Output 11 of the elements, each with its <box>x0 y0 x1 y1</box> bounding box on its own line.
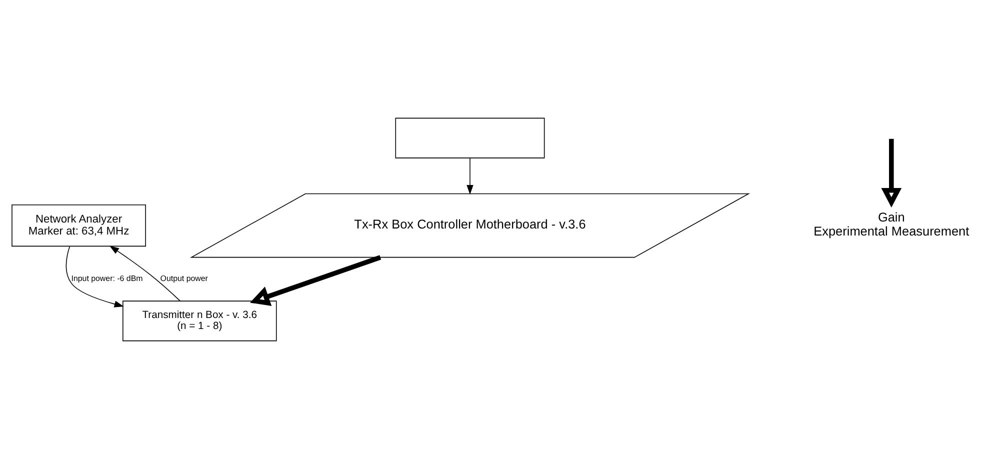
edge-label: Input power: -6 dBm <box>71 274 143 283</box>
node-text: Gain Experimental Measurement <box>814 208 970 238</box>
arrow <box>66 246 124 307</box>
node-box: Network Analyzer Marker at: 63,4 MHz <box>12 204 146 246</box>
node-box: Transmitter n Box - v. 3.6 (n = 1 - 8) <box>122 300 277 341</box>
edge-label: Output power <box>160 274 208 283</box>
arrow <box>466 157 474 194</box>
node-box <box>395 117 545 158</box>
arrow <box>881 138 902 207</box>
arrow <box>250 254 382 306</box>
arrow <box>109 245 180 301</box>
